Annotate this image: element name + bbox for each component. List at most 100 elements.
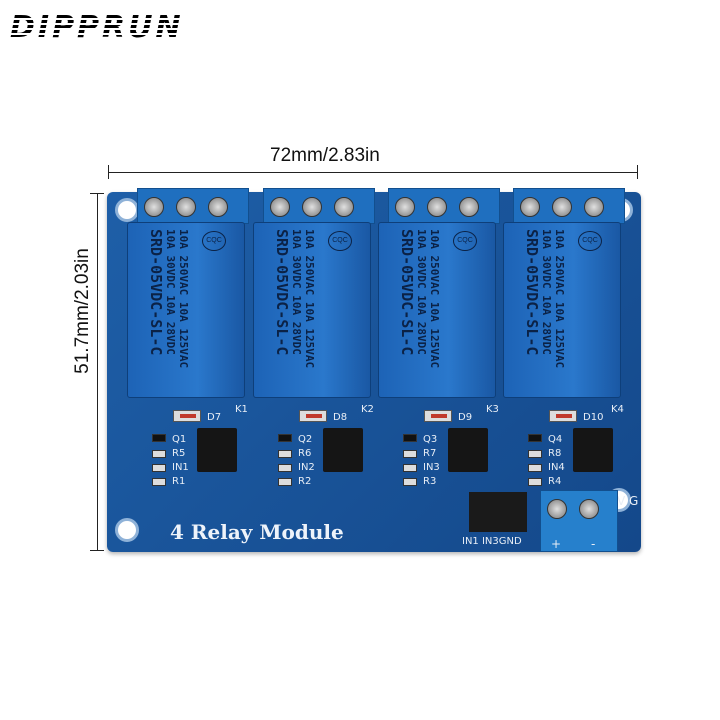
resistor: [528, 478, 542, 486]
relay-id: K4: [611, 404, 624, 415]
diode: [549, 410, 577, 422]
resistor-label: R6: [298, 448, 312, 459]
led-label: IN3: [423, 462, 440, 473]
resistor-label: R2: [298, 476, 312, 487]
relay-rating-ac: 10A 250VAC 10A 125VAC: [428, 229, 441, 369]
relay-rating-ac: 10A 250VAC 10A 125VAC: [553, 229, 566, 369]
screw-icon: [520, 197, 540, 217]
screw-icon: [427, 197, 447, 217]
optocoupler: [573, 428, 613, 472]
resistor: [152, 478, 166, 486]
screw-icon: [579, 499, 599, 519]
screw-icon: [208, 197, 228, 217]
screw-icon: [302, 197, 322, 217]
resistor-label: R3: [423, 476, 437, 487]
relay-rating-dc: 10A 30VDC 10A 28VDC: [540, 229, 553, 355]
screw-icon: [584, 197, 604, 217]
relay-board: CQC 10A 250VAC 10A 125VAC 10A 30VDC 10A …: [107, 188, 641, 552]
height-label: 51.7mm/2.03in: [72, 248, 93, 374]
diode-label: D9: [458, 412, 473, 423]
led: [403, 464, 417, 472]
led-label: IN1: [172, 462, 189, 473]
resistor: [403, 478, 417, 486]
width-tick: [637, 165, 638, 179]
transistor-label: Q4: [548, 434, 563, 445]
relay-rating-dc: 10A 30VDC 10A 28VDC: [290, 229, 303, 355]
cqc-mark: CQC: [202, 231, 226, 251]
led: [528, 464, 542, 472]
screw-icon: [270, 197, 290, 217]
screw-icon: [144, 197, 164, 217]
resistor-label: R1: [172, 476, 186, 487]
width-tick: [108, 165, 109, 179]
brand-logo: DIPPRUN: [10, 10, 184, 45]
relay: CQC 10A 250VAC 10A 125VAC 10A 30VDC 10A …: [503, 222, 621, 398]
plus-label: +: [551, 537, 562, 551]
input-pin-header: [469, 492, 527, 532]
resistor: [278, 450, 292, 458]
mount-hole: [115, 198, 139, 222]
height-tick: [90, 193, 104, 194]
power-label: V G: [617, 494, 639, 508]
screw-icon: [459, 197, 479, 217]
resistor-label: R4: [548, 476, 562, 487]
relay-label: 10A 250VAC 10A 125VAC 10A 30VDC 10A 28VD…: [273, 229, 316, 368]
relay-rating-ac: 10A 250VAC 10A 125VAC: [303, 229, 316, 369]
relay-rating-dc: 10A 30VDC 10A 28VDC: [164, 229, 177, 355]
relay-label: 10A 250VAC 10A 125VAC 10A 30VDC 10A 28VD…: [147, 229, 190, 368]
diode: [424, 410, 452, 422]
resistor-label: R8: [548, 448, 562, 459]
resistor-label: R5: [172, 448, 186, 459]
diode-label: D7: [207, 412, 222, 423]
cqc-mark: CQC: [453, 231, 477, 251]
screw-icon: [395, 197, 415, 217]
screw-icon: [552, 197, 572, 217]
relay-id: K1: [235, 404, 248, 415]
diode: [173, 410, 201, 422]
width-dimension-line: [108, 172, 638, 173]
cqc-mark: CQC: [578, 231, 602, 251]
relay: CQC 10A 250VAC 10A 125VAC 10A 30VDC 10A …: [378, 222, 496, 398]
relay-model: SRD-05VDC-SL-C: [523, 229, 541, 356]
screw-icon: [176, 197, 196, 217]
led-label: IN2: [298, 462, 315, 473]
relay-label: 10A 250VAC 10A 125VAC 10A 30VDC 10A 28VD…: [523, 229, 566, 368]
transistor-label: Q2: [298, 434, 313, 445]
led-label: IN4: [548, 462, 565, 473]
mount-hole: [115, 518, 139, 542]
optocoupler: [323, 428, 363, 472]
cqc-mark: CQC: [328, 231, 352, 251]
terminal-block: [137, 188, 249, 224]
relay-id: K2: [361, 404, 374, 415]
terminal-block: [513, 188, 625, 224]
resistor: [528, 450, 542, 458]
led: [152, 464, 166, 472]
resistor: [278, 478, 292, 486]
diode: [299, 410, 327, 422]
led: [278, 464, 292, 472]
diode-label: D8: [333, 412, 348, 423]
optocoupler: [197, 428, 237, 472]
height-tick: [90, 550, 104, 551]
transistor: [278, 434, 292, 442]
relay-id: K3: [486, 404, 499, 415]
transistor: [403, 434, 417, 442]
terminal-block: [263, 188, 375, 224]
relay-model: SRD-05VDC-SL-C: [147, 229, 165, 356]
height-dimension-line: [97, 193, 98, 551]
resistor-label: R7: [423, 448, 437, 459]
transistor: [528, 434, 542, 442]
screw-icon: [547, 499, 567, 519]
relay: CQC 10A 250VAC 10A 125VAC 10A 30VDC 10A …: [127, 222, 245, 398]
board-title: 4 Relay Module: [170, 520, 344, 544]
terminal-block: [388, 188, 500, 224]
relay: CQC 10A 250VAC 10A 125VAC 10A 30VDC 10A …: [253, 222, 371, 398]
optocoupler: [448, 428, 488, 472]
screw-icon: [334, 197, 354, 217]
relay-rating-dc: 10A 30VDC 10A 28VDC: [415, 229, 428, 355]
transistor-label: Q3: [423, 434, 438, 445]
power-terminal-block: + -: [540, 490, 618, 552]
diode-label: D10: [583, 412, 604, 423]
transistor-label: Q1: [172, 434, 187, 445]
relay-model: SRD-05VDC-SL-C: [273, 229, 291, 356]
